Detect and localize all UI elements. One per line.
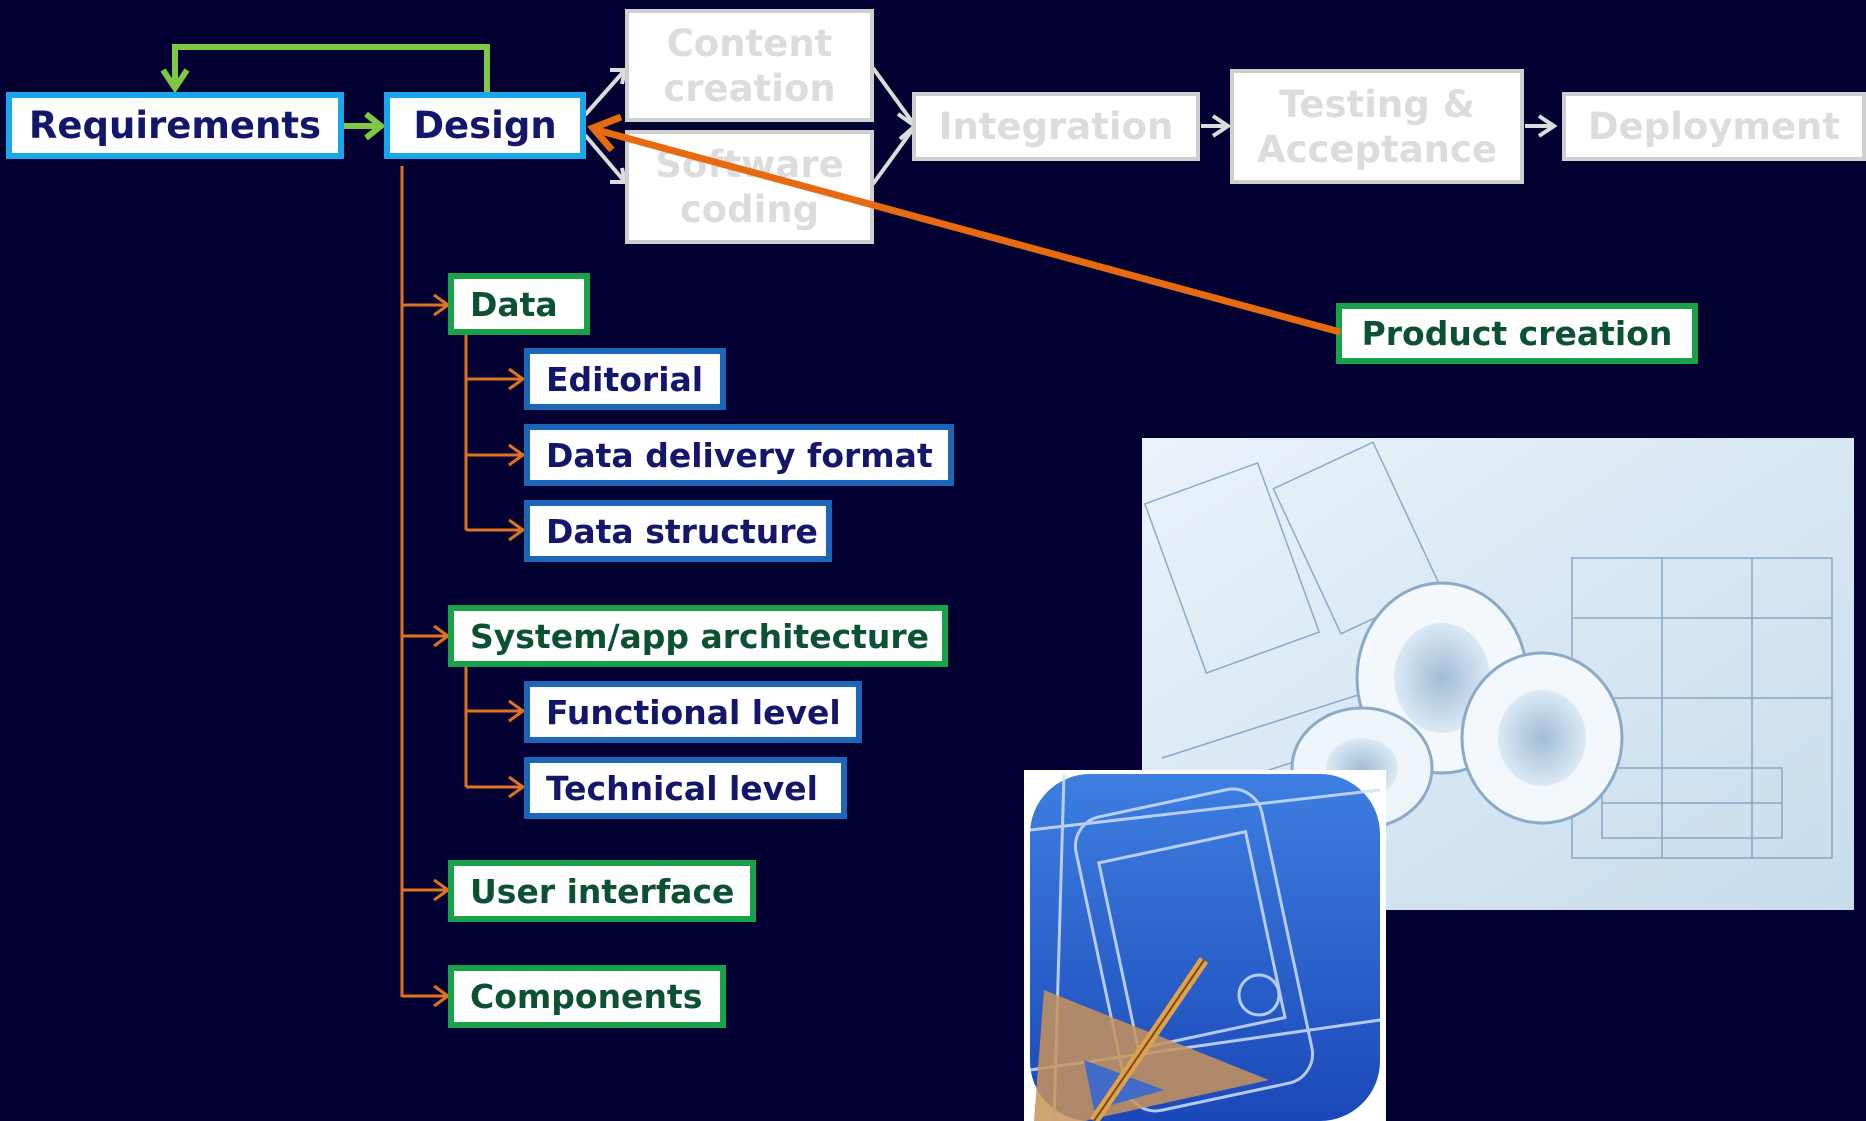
product-creation-callout[interactable]: Product creation xyxy=(1336,303,1698,364)
technical-level-item[interactable]: Technical level xyxy=(524,757,847,819)
data-delivery-format-item[interactable]: Data delivery format xyxy=(524,424,954,486)
components-category[interactable]: Components xyxy=(448,965,726,1028)
architecture-category[interactable]: System/app architecture xyxy=(448,605,948,667)
content-creation-box[interactable]: Content creation xyxy=(625,9,874,122)
requirements-to-design-arrowhead xyxy=(364,111,386,141)
testing-acceptance-box[interactable]: Testing & Acceptance xyxy=(1230,69,1524,184)
software-coding-line-2: coding xyxy=(679,188,820,231)
deployment-box[interactable]: Deployment xyxy=(1562,92,1866,161)
product-creation-arrow xyxy=(596,126,1341,336)
data-category[interactable]: Data xyxy=(448,273,590,335)
integration-box[interactable]: Integration xyxy=(912,92,1200,161)
app-design-blueprint-icon xyxy=(1024,770,1386,1121)
flow-arrows xyxy=(583,66,1558,186)
functional-level-item[interactable]: Functional level xyxy=(524,681,862,743)
product-creation-arrowhead xyxy=(587,113,623,153)
data-structure-item[interactable]: Data structure xyxy=(524,500,832,562)
requirements-box[interactable]: Requirements xyxy=(6,92,344,159)
design-box[interactable]: Design xyxy=(384,92,586,159)
testing-line-2: Acceptance xyxy=(1256,127,1498,171)
user-interface-category[interactable]: User interface xyxy=(448,860,756,922)
content-creation-line-2: creation xyxy=(663,66,836,110)
feedback-loop-arrow xyxy=(172,44,490,93)
testing-line-1: Testing & xyxy=(1279,82,1475,126)
editorial-item[interactable]: Editorial xyxy=(524,348,726,410)
feedback-loop-arrowhead xyxy=(160,68,190,94)
software-coding-line-1: Software xyxy=(655,143,844,186)
content-creation-line-1: Content xyxy=(666,21,833,65)
